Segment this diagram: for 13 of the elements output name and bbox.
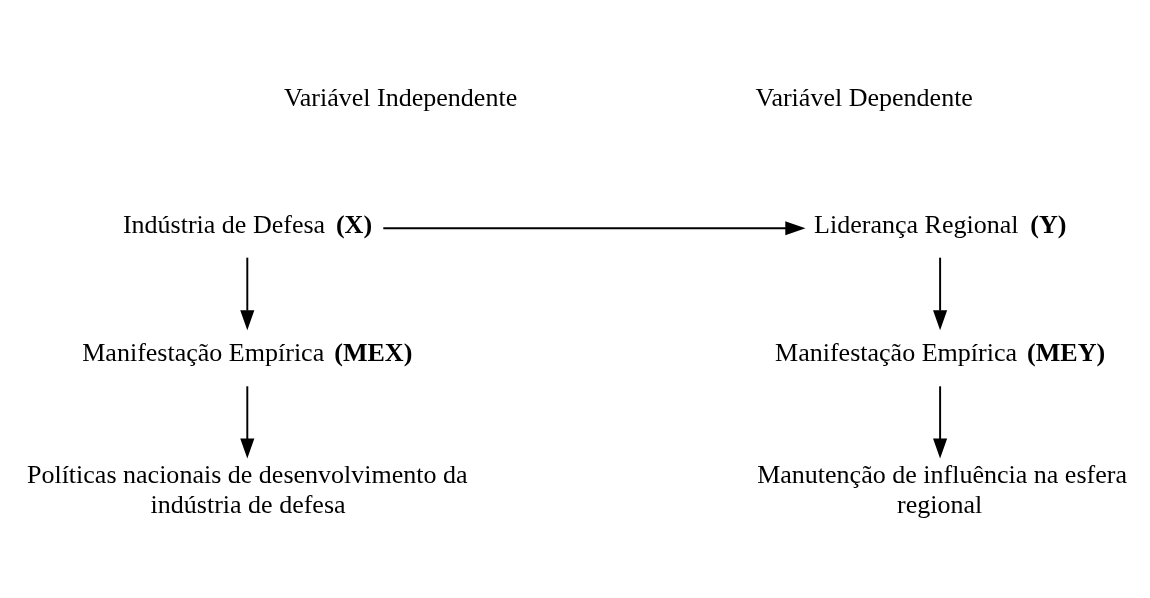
arrow [933,385,948,459]
node-text: Indústria de Defesa (X) [122,209,373,239]
arrow [382,221,806,236]
node-text: Manifestação Empírica (MEX) [82,338,413,368]
node-text: Políticas nacionais de desenvolvimento da indústria de defesa [26,460,468,519]
node-text: Manutenção de influência na esfera regional [757,460,1127,519]
label: Variável Independente [283,82,518,112]
arrow [240,385,255,459]
label: Variável Dependente [755,82,973,112]
arrow [240,256,255,331]
node-text: Manifestação Empírica (MEY) [775,338,1106,368]
node-text: Liderança Regional (Y) [814,209,1067,239]
arrow [933,256,948,331]
